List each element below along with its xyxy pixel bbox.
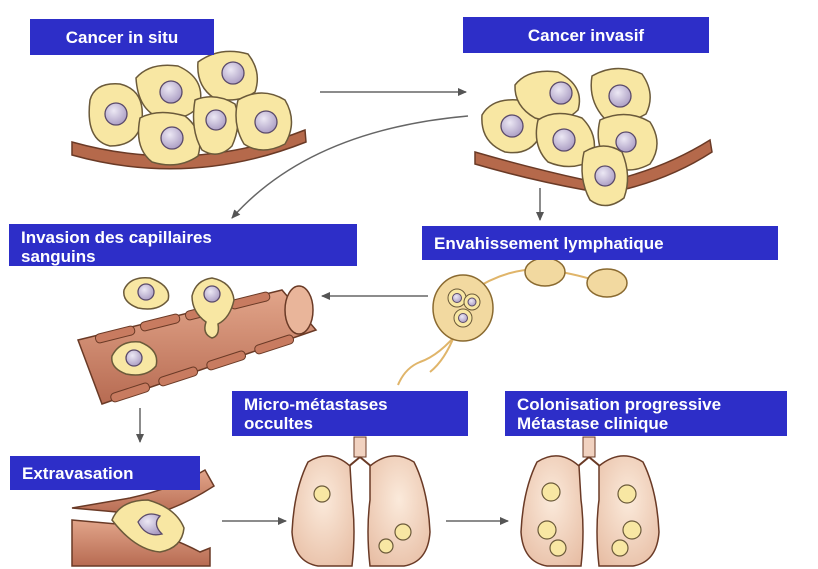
label-cancer-in-situ: Cancer in situ bbox=[30, 19, 214, 55]
trachea bbox=[583, 437, 595, 457]
metastasis bbox=[612, 540, 628, 556]
lymph-node bbox=[398, 258, 627, 385]
nucleus bbox=[105, 103, 127, 125]
micro-metastasis bbox=[314, 486, 330, 502]
nucleus bbox=[550, 82, 572, 104]
label-envahissement-lymphatique: Envahissement lymphatique bbox=[422, 226, 778, 260]
label-extravasation: Extravasation bbox=[10, 456, 200, 490]
vessel-opening bbox=[285, 286, 313, 334]
label-invasion-capillaires: Invasion des capillaires sanguins bbox=[9, 224, 357, 266]
nucleus bbox=[126, 350, 142, 366]
nucleus bbox=[160, 81, 182, 103]
nucleus bbox=[459, 314, 468, 323]
nucleus bbox=[453, 294, 462, 303]
nucleus bbox=[138, 284, 154, 300]
label-cancer-invasif: Cancer invasif bbox=[463, 17, 709, 53]
nucleus bbox=[255, 111, 277, 133]
lungs-colonisation bbox=[521, 437, 659, 566]
nucleus bbox=[553, 129, 575, 151]
metastasis bbox=[623, 521, 641, 539]
invasive-cluster bbox=[475, 68, 712, 205]
micro-metastasis bbox=[379, 539, 393, 553]
nucleus bbox=[609, 85, 631, 107]
label-colonisation: Colonisation progressive Métastase clini… bbox=[505, 391, 787, 436]
nucleus bbox=[204, 286, 220, 302]
metastasis bbox=[538, 521, 556, 539]
left-lung bbox=[292, 456, 354, 566]
nucleus bbox=[206, 110, 226, 130]
metastasis bbox=[618, 485, 636, 503]
metastasis bbox=[542, 483, 560, 501]
in-situ-cluster bbox=[72, 51, 306, 168]
right-lung bbox=[368, 456, 430, 566]
micro-metastasis bbox=[395, 524, 411, 540]
small-lymph-node bbox=[525, 258, 565, 286]
trachea bbox=[354, 437, 366, 457]
small-lymph-node bbox=[587, 269, 627, 297]
nucleus bbox=[501, 115, 523, 137]
label-micro-metastases: Micro-métastases occultes bbox=[232, 391, 468, 436]
metastasis bbox=[550, 540, 566, 556]
nucleus bbox=[468, 298, 476, 306]
nucleus bbox=[595, 166, 615, 186]
lungs-micro bbox=[292, 437, 430, 566]
nucleus bbox=[616, 132, 636, 152]
blood-capillary bbox=[78, 278, 316, 404]
nucleus bbox=[222, 62, 244, 84]
lymph-node-body bbox=[433, 275, 493, 341]
nucleus bbox=[161, 127, 183, 149]
